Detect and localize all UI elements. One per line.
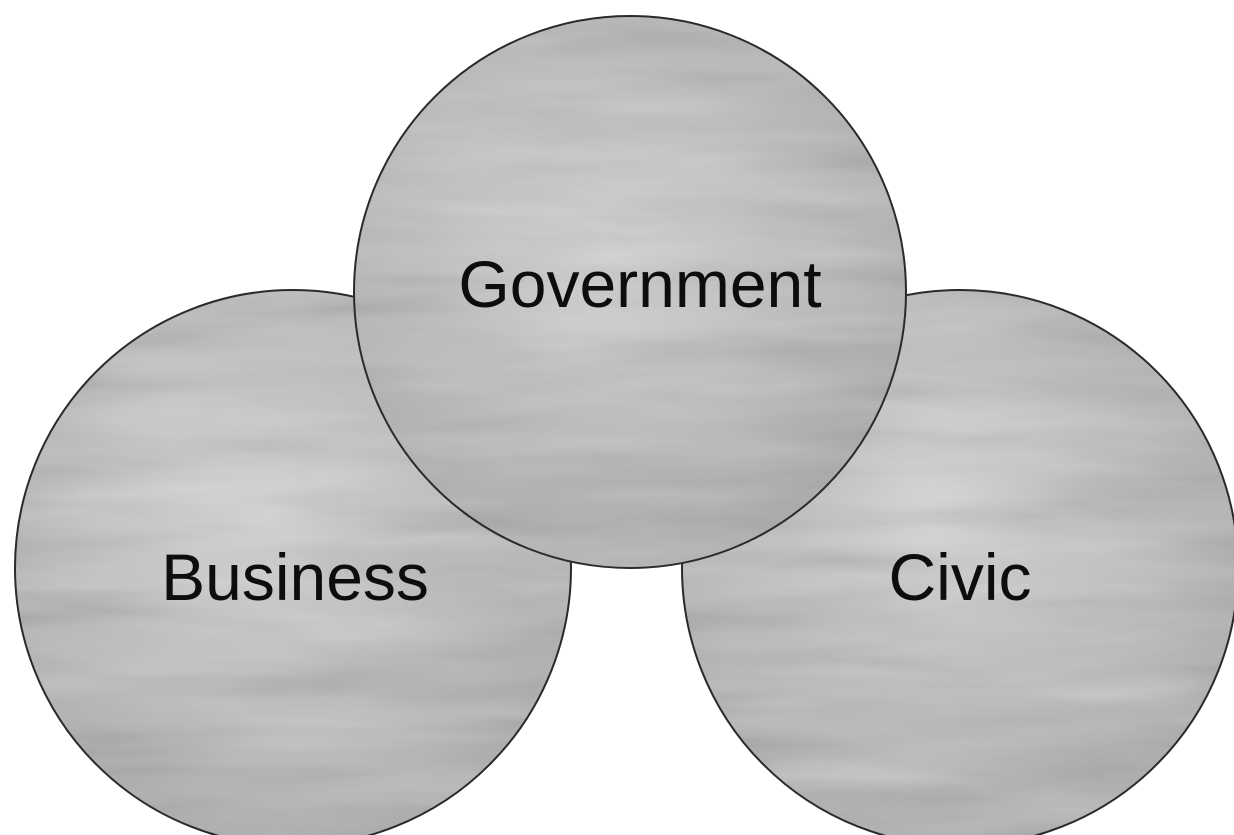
civic-circle-outline (681, 289, 1234, 835)
government-label: Government (458, 247, 821, 321)
government-circle-texture (354, 16, 906, 568)
business-circle-outline (14, 289, 572, 835)
civic-label: Civic (889, 540, 1032, 614)
business-label: Business (161, 540, 429, 614)
government-circle (353, 15, 907, 569)
government-circle-outline (353, 15, 907, 569)
